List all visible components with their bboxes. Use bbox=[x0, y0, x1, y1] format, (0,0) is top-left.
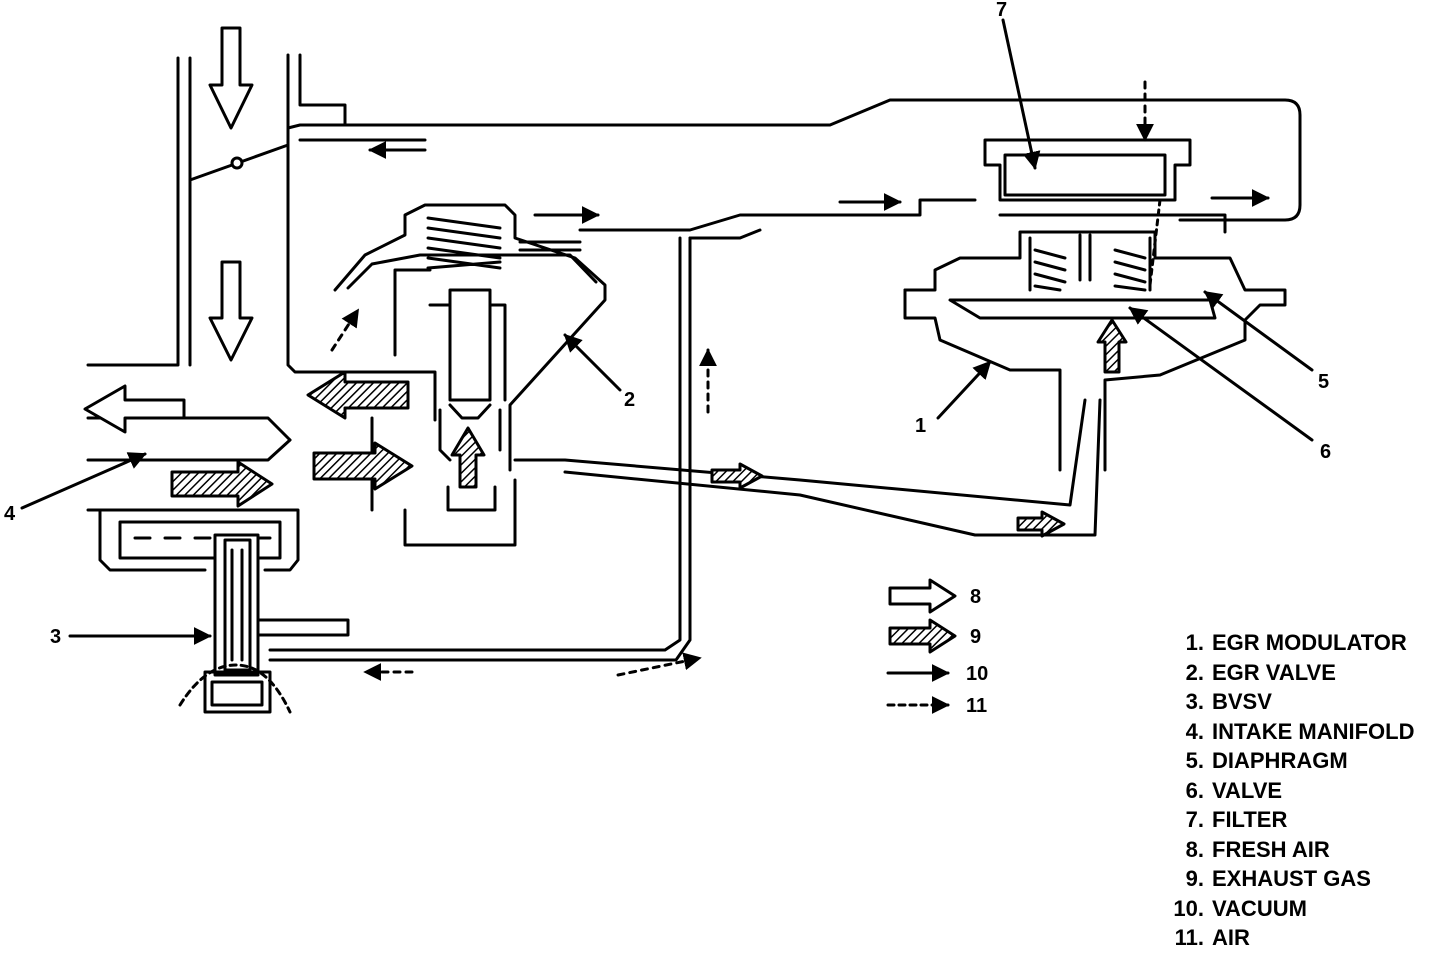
exhaust-arrow-2 bbox=[312, 441, 414, 491]
legend-item: 5.DIAPHRAGM bbox=[1185, 748, 1348, 773]
key-label-8: 8 bbox=[970, 586, 981, 608]
exhaust-arrow-up bbox=[450, 426, 486, 489]
key-symbol-exhaust-gas bbox=[888, 618, 957, 654]
legend-item: 9.EXHAUST GAS bbox=[1185, 866, 1371, 891]
leader-4 bbox=[20, 452, 147, 510]
exhaust-arrow-3 bbox=[306, 370, 410, 420]
callout-4: 4 bbox=[4, 503, 16, 525]
leader-2 bbox=[563, 333, 622, 392]
egr-modulator bbox=[903, 138, 1287, 472]
fresh-air-arrow-left bbox=[83, 384, 186, 434]
key-label-9: 9 bbox=[970, 626, 981, 648]
callout-1: 1 bbox=[915, 415, 926, 437]
callout-6: 6 bbox=[1320, 441, 1331, 463]
legend-item: 8.FRESH AIR bbox=[1185, 836, 1330, 862]
fresh-air-arrow-down-1 bbox=[208, 26, 254, 130]
callout-7: 7 bbox=[996, 0, 1007, 21]
throttle-bore bbox=[86, 53, 437, 532]
leader-7 bbox=[1001, 18, 1041, 170]
callout-2: 2 bbox=[624, 389, 635, 411]
legend-item: 11.AIR bbox=[1174, 925, 1250, 950]
legend-item: 6.VALVE bbox=[1185, 777, 1283, 803]
parts-legend: 1.EGR MODULATOR 2.EGR VALVE 3.BVSV 4.INT… bbox=[1156, 628, 1414, 953]
bvsv bbox=[98, 508, 350, 714]
fresh-air-arrow-down-2 bbox=[208, 260, 254, 362]
callout-3: 3 bbox=[50, 626, 61, 648]
egr-valve bbox=[333, 203, 607, 547]
air-arrow-4 bbox=[616, 652, 702, 677]
key-label-11: 11 bbox=[966, 695, 987, 717]
legend-item: 4.INTAKE MANIFOLD bbox=[1185, 718, 1415, 744]
leader-5 bbox=[1203, 290, 1314, 372]
legend-item: 2.EGR VALVE bbox=[1185, 659, 1336, 685]
vacuum-passage-top bbox=[268, 98, 1302, 662]
legend-item: 1.EGR MODULATOR bbox=[1185, 630, 1407, 655]
key-label-10: 10 bbox=[966, 663, 988, 685]
legend-item: 3.BVSV bbox=[1185, 689, 1272, 714]
exhaust-arrow-small-2 bbox=[1016, 510, 1066, 538]
leader-6 bbox=[1128, 306, 1314, 442]
exhaust-arrow-small-up bbox=[1096, 318, 1128, 374]
legend-item: 10.VACUUM bbox=[1173, 895, 1307, 921]
callout-5: 5 bbox=[1318, 371, 1329, 393]
leader-1 bbox=[936, 360, 992, 420]
exhaust-arrow-small-1 bbox=[710, 462, 764, 490]
exhaust-arrow-1 bbox=[170, 460, 274, 508]
key-symbol-fresh-air bbox=[888, 578, 957, 614]
legend-item: 7.FILTER bbox=[1185, 807, 1288, 832]
air-arrow-5 bbox=[330, 308, 360, 352]
